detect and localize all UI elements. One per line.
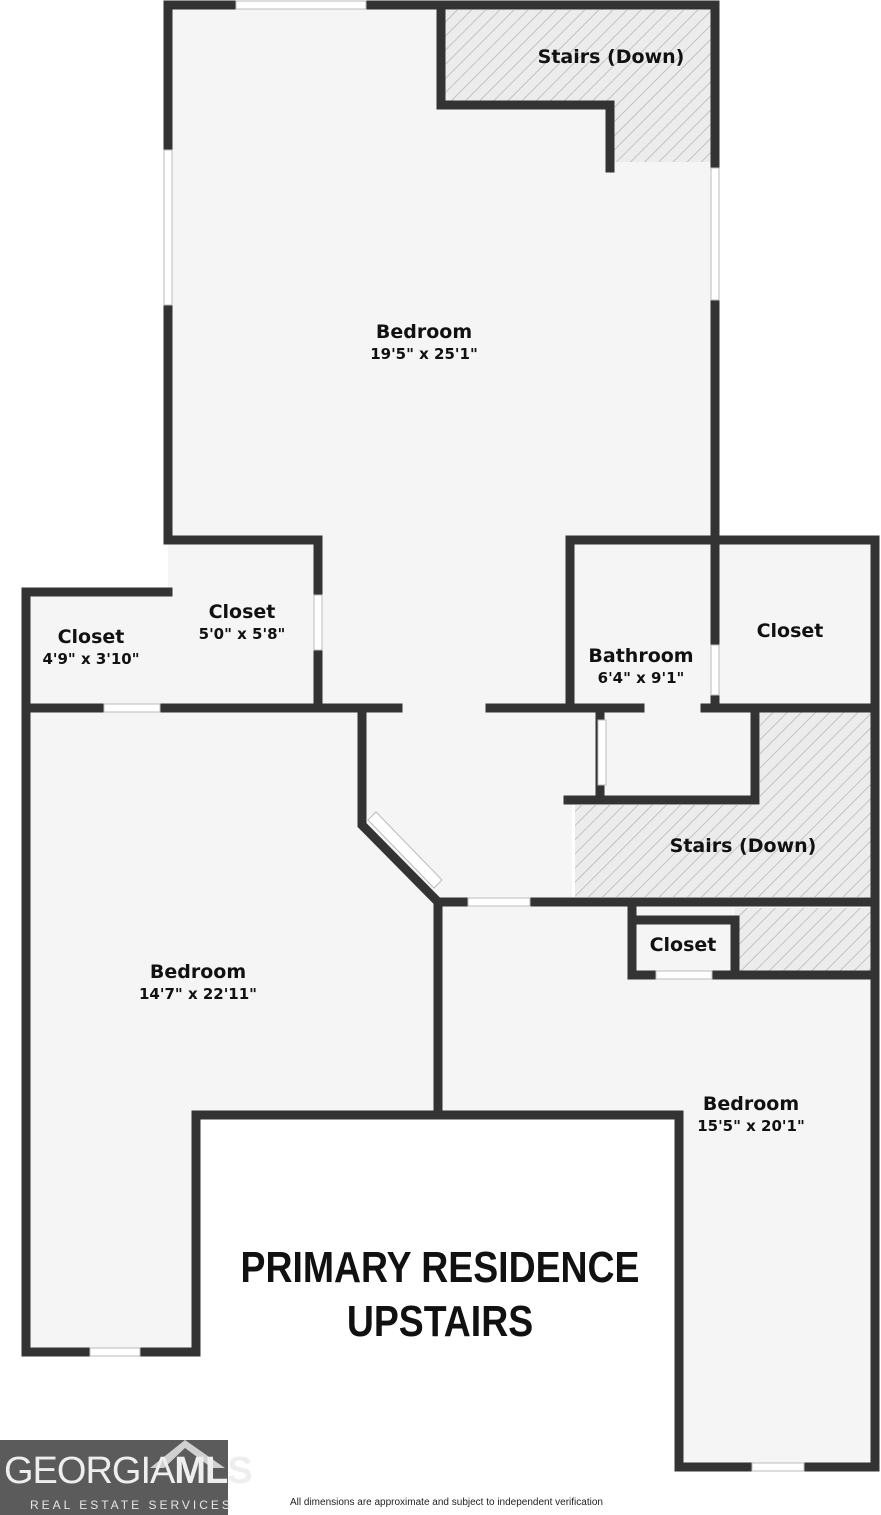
- georgia-mls-logo: GEORGIAMLS REAL ESTATE SERVICES: [0, 1440, 253, 1515]
- room-dimensions: 5'0" x 5'8": [198, 625, 286, 643]
- room-bedroom-top: Bedroom 19'5" x 25'1": [370, 320, 478, 364]
- openings: [89, 0, 805, 1472]
- logo-word-georgia: GEORGIA: [4, 1450, 175, 1492]
- room-dimensions: 19'5" x 25'1": [370, 345, 478, 363]
- room-name: Closet: [208, 601, 276, 623]
- room-stairs-mid: Stairs (Down): [670, 834, 817, 858]
- room-dimensions: 14'7" x 22'11": [139, 985, 257, 1003]
- room-name: Stairs (Down): [669, 835, 817, 857]
- room-bedroom-left: Bedroom 14'7" x 22'11": [139, 960, 257, 1004]
- logo-subtitle: REAL ESTATE SERVICES: [30, 1498, 233, 1512]
- floor-heading: PRIMARY RESIDENCE UPSTAIRS: [205, 1241, 674, 1349]
- room-name: Closet: [57, 626, 125, 648]
- room-bathroom: Bathroom 6'4" x 9'1": [588, 644, 693, 688]
- room-name: Closet: [649, 934, 717, 956]
- room-stairs-top: Stairs (Down): [538, 45, 685, 69]
- roof-icon: [150, 1440, 225, 1468]
- room-name: Stairs (Down): [537, 46, 685, 68]
- room-dimensions: 4'9" x 3'10": [42, 650, 140, 668]
- room-bedroom-right: Bedroom 15'5" x 20'1": [697, 1092, 805, 1136]
- stairs-hatch: [441, 10, 875, 974]
- logo-wordmark: GEORGIAMLS: [4, 1450, 253, 1493]
- disclaimer-text: All dimensions are approximate and subje…: [290, 1497, 603, 1508]
- room-name: Bathroom: [588, 645, 694, 667]
- room-closet-small: Closet: [650, 933, 717, 957]
- room-name: Bedroom: [149, 961, 247, 983]
- room-dimensions: 15'5" x 20'1": [697, 1117, 805, 1135]
- room-closet-left: Closet 4'9" x 3'10": [42, 625, 139, 669]
- room-closet-right: Closet: [757, 619, 824, 643]
- room-name: Closet: [756, 620, 824, 642]
- floor-heading-line2: UPSTAIRS: [346, 1297, 534, 1346]
- floor-heading-line1: PRIMARY RESIDENCE: [240, 1243, 640, 1292]
- logo-word-mls: MLS: [174, 1450, 252, 1492]
- room-dimensions: 6'4" x 9'1": [597, 669, 685, 687]
- room-closet-mid: Closet 5'0" x 5'8": [199, 600, 286, 644]
- room-name: Bedroom: [702, 1093, 800, 1115]
- room-name: Bedroom: [375, 321, 473, 343]
